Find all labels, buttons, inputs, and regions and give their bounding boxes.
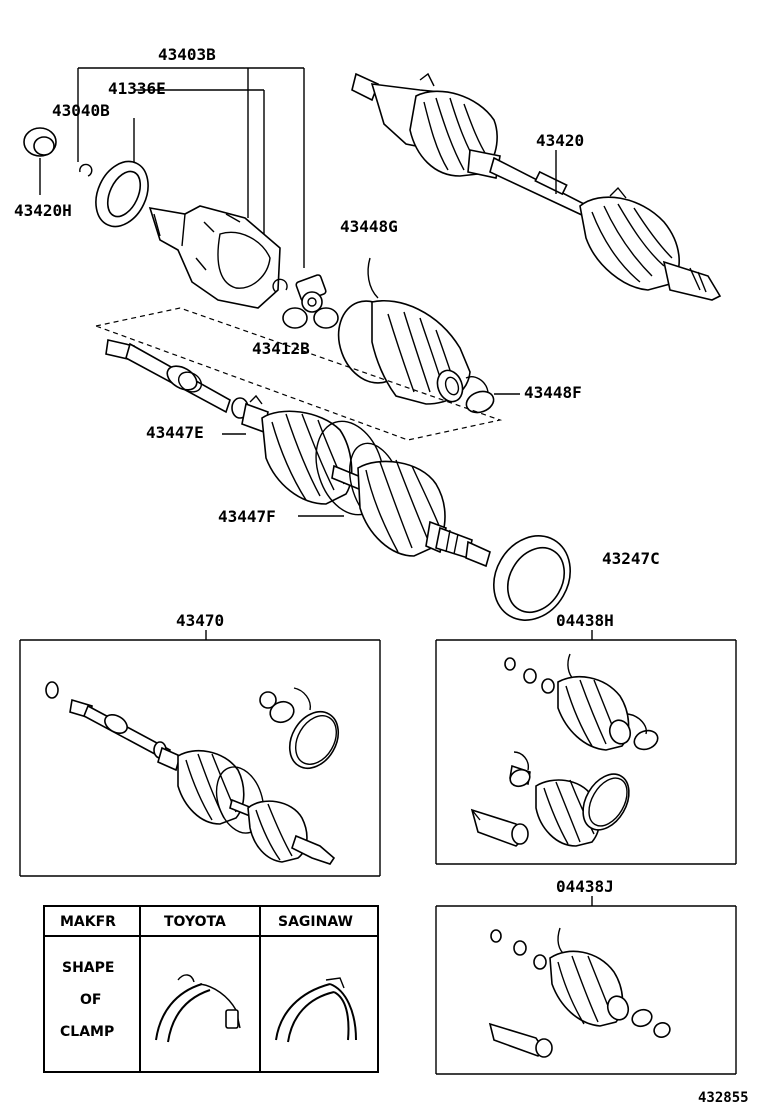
part-snap-ring [79, 163, 93, 177]
part-drive-shaft-43420 [351, 72, 722, 301]
label-43247c: 43247C [602, 549, 660, 568]
label-43420: 43420 [536, 131, 584, 150]
figure-id: 432855 [698, 1090, 749, 1106]
part-kit-43470 [45, 681, 340, 865]
label-43403b: 43403B [158, 45, 216, 64]
part-outer-boot [357, 459, 491, 568]
label-43448f: 43448F [524, 383, 582, 402]
part-kit-04438j [488, 927, 671, 1058]
part-ring-43247c [493, 535, 571, 621]
part-tripod-joint [272, 274, 339, 329]
leader-43403b [77, 67, 305, 290]
table-row-label-shape: SHAPE [62, 960, 114, 976]
clamp-table [43, 905, 379, 1073]
table-header-saginaw: SAGINAW [278, 914, 353, 930]
label-43412b: 43412B [252, 339, 310, 358]
label-43420h: 43420H [14, 201, 72, 220]
dashed-group-outline [93, 307, 503, 441]
label-04438j: 04438J [556, 877, 614, 896]
box-43470 [19, 639, 381, 877]
label-43448g: 43448G [340, 217, 398, 236]
part-kit-04438h [470, 653, 659, 847]
label-04438h: 04438H [556, 611, 614, 630]
part-washer [95, 160, 149, 228]
table-row-label-clamp: CLAMP [60, 1024, 114, 1040]
part-clamp-43448f [465, 376, 520, 414]
toyota-clamp-drawing [155, 974, 241, 1043]
part-joint-housing [148, 205, 281, 309]
part-seal-43420h [23, 127, 57, 195]
box-04438h [435, 639, 737, 865]
table-header-maker: MAKFR [60, 914, 116, 930]
label-41336e: 41336E [108, 79, 166, 98]
part-center-shaft [105, 339, 269, 435]
box-04438j [435, 905, 737, 1075]
label-43447e: 43447E [146, 423, 204, 442]
label-43040b: 43040B [52, 101, 110, 120]
label-43470: 43470 [176, 611, 224, 630]
saginaw-clamp-drawing [275, 977, 357, 1043]
label-43447f: 43447F [218, 507, 276, 526]
table-row-label-of: OF [80, 992, 101, 1008]
part-boot-43448g [337, 257, 471, 405]
table-header-toyota: TOYOTA [164, 914, 226, 930]
